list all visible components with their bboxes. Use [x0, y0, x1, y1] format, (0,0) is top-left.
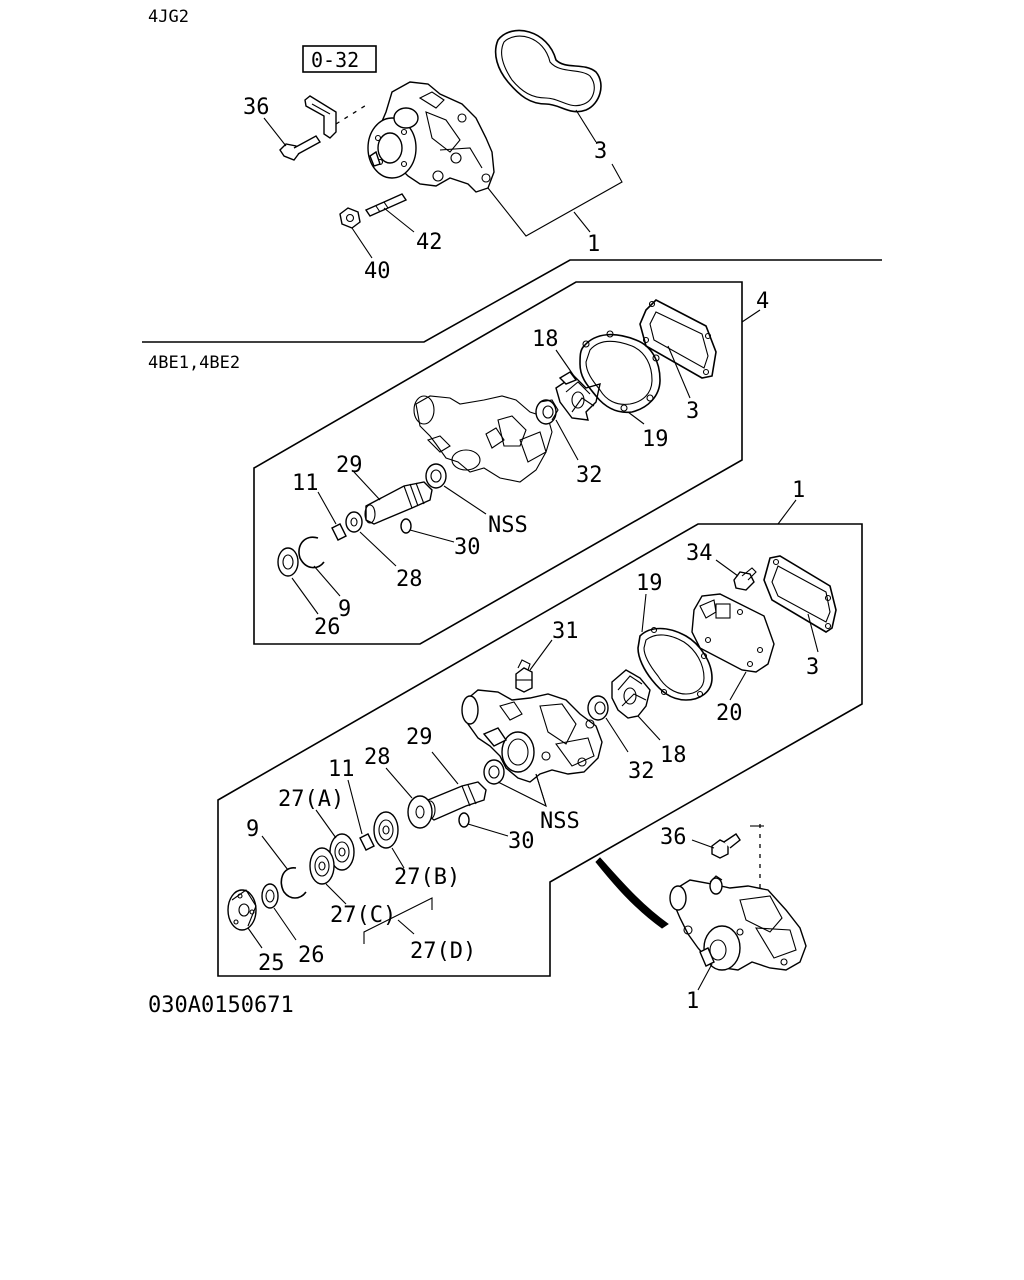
- seal-26-mid: [277, 547, 299, 577]
- impeller-18-mid: [555, 371, 601, 421]
- section-label-4jg2: 4JG2: [148, 7, 189, 27]
- callout-11-bottom: 11: [328, 757, 355, 782]
- callout-18-mid: 18: [532, 327, 559, 352]
- cover-plate-20: [691, 593, 775, 673]
- callout-29-mid: 29: [336, 453, 363, 478]
- callout-3-bottom: 3: [806, 655, 819, 680]
- callout-42: 42: [416, 230, 443, 255]
- gasket-3-top: [494, 29, 602, 113]
- gasket-19-bottom: [637, 626, 713, 701]
- seal-32-mid: [535, 399, 559, 425]
- callout-30-bottom: 30: [508, 829, 535, 854]
- bolt-34: [733, 567, 757, 591]
- callout-34: 34: [686, 541, 713, 566]
- section-separator: [142, 259, 882, 343]
- callout-20: 20: [716, 701, 743, 726]
- callout-11-mid: 11: [292, 471, 319, 496]
- callout-36-top: 36: [243, 95, 270, 120]
- gasket-3-mid: [639, 299, 717, 379]
- callout-nss-mid: NSS: [488, 513, 528, 538]
- callout-28-mid: 28: [396, 567, 423, 592]
- callout-1-bottom: 1: [792, 478, 805, 503]
- assembled-pump-arrow: [595, 857, 669, 929]
- water-pump-body-ghost: [413, 395, 553, 483]
- bracket-27d: [363, 897, 433, 944]
- callout-32-bottom: 32: [628, 759, 655, 784]
- ring-30-mid: [400, 518, 412, 534]
- bearing-nss-bottom: [483, 759, 505, 785]
- callout-36-bottom: 36: [660, 825, 687, 850]
- callout-3-top: 3: [594, 139, 607, 164]
- kit-frame-4: [253, 281, 743, 645]
- callout-19-bottom: 19: [636, 571, 663, 596]
- pin-11-bottom: [359, 833, 375, 851]
- shaft-29-mid: [364, 481, 433, 525]
- washer-28-bottom: [407, 795, 433, 829]
- water-pump-assembled: [669, 875, 807, 971]
- callout-27c: 27(C): [330, 903, 396, 928]
- gasket-3-bottom: [763, 555, 837, 633]
- callout-nss-bottom: NSS: [540, 809, 580, 834]
- seal-32-bottom: [587, 695, 609, 721]
- callout-31: 31: [552, 619, 579, 644]
- bolt-36-bottom: [711, 833, 741, 859]
- nut-40: [339, 207, 361, 229]
- bolt-36: [279, 135, 322, 161]
- callout-32-mid: 32: [576, 463, 603, 488]
- bracket-part: [304, 95, 369, 139]
- callout-1-top: 1: [587, 232, 600, 257]
- kit-frame-1: [217, 523, 863, 977]
- figure-id: 030A0150671: [148, 993, 294, 1018]
- washer-28-mid: [345, 511, 363, 533]
- callout-25: 25: [258, 951, 285, 976]
- callout-27a: 27(A): [278, 787, 344, 812]
- ring-30-bottom: [458, 812, 470, 828]
- callout-26-bottom: 26: [298, 943, 325, 968]
- callout-28-bottom: 28: [364, 745, 391, 770]
- bearing-nss-mid: [425, 463, 447, 489]
- callout-9-bottom: 9: [246, 817, 259, 842]
- callout-26-mid: 26: [314, 615, 341, 640]
- impeller-18-bottom: [611, 669, 651, 719]
- seal-26-bottom: [261, 883, 279, 909]
- sensor-31: [515, 659, 533, 693]
- section-label-4be: 4BE1,4BE2: [148, 353, 240, 373]
- callout-19-mid: 19: [642, 427, 669, 452]
- bearing-27b: [373, 811, 399, 849]
- water-pump-body-4jg2: [367, 81, 495, 193]
- reference-box-label: 0-32: [311, 48, 359, 72]
- snap-ring-9-bottom: [280, 867, 307, 899]
- callout-3-mid: 3: [686, 399, 699, 424]
- callout-27b: 27(B): [394, 865, 460, 890]
- reference-box: [302, 45, 377, 73]
- bearing-27c: [309, 847, 335, 885]
- callout-18-bottom: 18: [660, 743, 687, 768]
- flange-25: [227, 889, 257, 931]
- callout-9-mid: 9: [338, 597, 351, 622]
- pin-11-mid: [331, 523, 347, 541]
- shaft-29-bottom: [424, 781, 487, 821]
- snap-ring-9-mid: [298, 536, 325, 569]
- callout-40: 40: [364, 259, 391, 284]
- callout-29-bottom: 29: [406, 725, 433, 750]
- stud-42: [364, 193, 408, 217]
- water-pump-body-bottom: [461, 689, 603, 807]
- callout-1-assembled: 1: [686, 989, 699, 1014]
- callout-27d: 27(D): [410, 939, 476, 964]
- gasket-19-mid: [579, 330, 661, 414]
- callout-30-mid: 30: [454, 535, 481, 560]
- callout-4: 4: [756, 289, 769, 314]
